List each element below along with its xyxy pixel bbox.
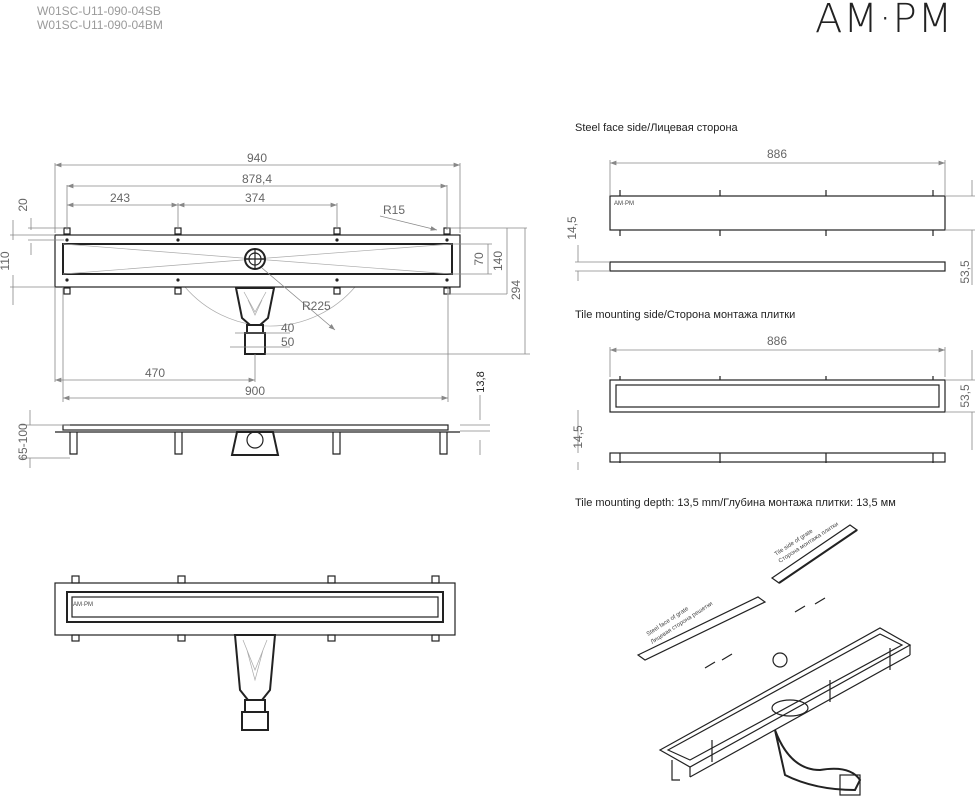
svg-text:AM·PM: AM·PM [614, 201, 634, 207]
radius-arc [184, 286, 356, 327]
dim-110: 110 [0, 251, 12, 270]
dim-470: 470 [145, 366, 165, 380]
dim-940: 940 [247, 151, 267, 165]
dim-height-range: 65-100 [16, 423, 30, 461]
tile-mounting-depth-note: Tile mounting depth: 13,5 mm/Глубина мон… [575, 497, 896, 509]
dim-r225: R225 [302, 299, 331, 313]
steel-face-title: Steel face side/Лицевая сторона [575, 122, 739, 134]
tile-side-title: Tile mounting side/Сторона монтажа плитк… [575, 309, 795, 321]
dim-50: 50 [281, 335, 295, 349]
dim-40: 40 [281, 321, 295, 335]
dim-294: 294 [509, 280, 523, 300]
product-codes: W01SC-U11-090-04SB W01SC-U11-090-04BM [37, 4, 163, 32]
isometric-view: Tile side of grate Сторона монтажа плитк… [636, 522, 912, 796]
top-view: 940 878,4 243 374 20 110 70 140 294 R15 … [0, 151, 530, 455]
dim-13-8: 13,8 [475, 371, 487, 392]
drain-frame [54, 234, 461, 288]
dim-140: 140 [491, 251, 505, 271]
side-view: 65-100 [16, 410, 460, 468]
dim-374: 374 [245, 191, 265, 205]
tile-side-view: Tile mounting side/Сторона монтажа плитк… [571, 309, 975, 509]
drain-channel [62, 243, 453, 275]
underside-view: AM·PM [54, 575, 456, 731]
dim-243: 243 [110, 191, 130, 205]
dim-886: 886 [767, 334, 787, 348]
dim-20: 20 [16, 198, 30, 212]
steel-face-view: Steel face side/Лицевая сторона 886 AM·P… [565, 122, 975, 285]
dim-70: 70 [472, 252, 486, 266]
dim-53-5: 53,5 [958, 260, 972, 284]
dim-53-5: 53,5 [958, 384, 972, 408]
siphon [234, 287, 276, 326]
dim-878: 878,4 [242, 172, 272, 186]
dim-900: 900 [245, 384, 265, 398]
product-code: W01SC-U11-090-04BM [37, 18, 163, 32]
dim-r15: R15 [383, 203, 405, 217]
brand-logo: AM·PM [815, 0, 954, 42]
svg-text:AM·PM: AM·PM [73, 602, 93, 608]
product-code: W01SC-U11-090-04SB [37, 4, 161, 18]
dim-14-5: 14,5 [571, 425, 585, 449]
dim-886: 886 [767, 147, 787, 161]
dim-14-5: 14,5 [565, 216, 579, 240]
